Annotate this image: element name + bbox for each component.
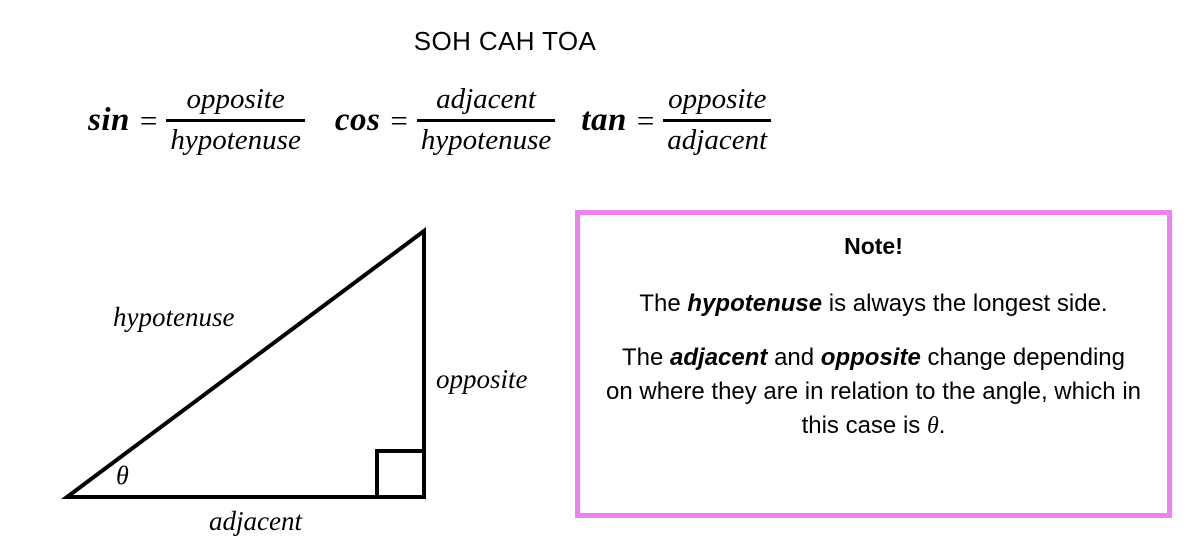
- formula-tan: tan = opposite adjacent: [581, 83, 772, 157]
- formula-sin-numerator: opposite: [186, 83, 285, 116]
- note-p2-text-2: and: [767, 343, 821, 371]
- formula-sin-fraction: opposite hypotenuse: [166, 83, 305, 157]
- note-paragraph-2: The adjacent and opposite change dependi…: [606, 341, 1141, 443]
- formula-sin-equals: =: [139, 102, 158, 138]
- triangle-label-opposite: opposite: [436, 364, 528, 394]
- note-p1-text-2: is always the longest side.: [822, 289, 1108, 317]
- note-p2-text-4: .: [938, 411, 946, 439]
- note-paragraph-1: The hypotenuse is always the longest sid…: [606, 287, 1141, 321]
- triangle-label-adjacent: adjacent: [209, 506, 302, 536]
- formula-tan-denominator: adjacent: [667, 124, 768, 156]
- triangle-label-hypotenuse: hypotenuse: [113, 302, 235, 332]
- note-p1-emphasis-hypotenuse: hypotenuse: [687, 289, 823, 317]
- formula-tan-fraction: opposite adjacent: [663, 83, 772, 157]
- formula-cos-fraction: adjacent hypotenuse: [416, 83, 556, 157]
- note-p2-theta-symbol: θ: [926, 412, 939, 439]
- page-title: SOH CAH TOA: [413, 26, 597, 56]
- triangle-label-theta: θ: [116, 461, 129, 490]
- note-p2-text-1: The: [622, 343, 671, 371]
- note-p2-text-3: change depending on where they are in re…: [606, 343, 1141, 439]
- formula-cos: cos = adjacent hypotenuse: [334, 83, 556, 157]
- trig-formula-row: sin = opposite hypotenuse cos = adjacent…: [88, 74, 878, 166]
- formula-cos-numerator: adjacent: [436, 83, 536, 116]
- fraction-bar: [663, 119, 772, 122]
- note-p2-emphasis-opposite: opposite: [820, 343, 921, 371]
- triangle-outline: [60, 227, 426, 499]
- note-p1-text-1: The: [639, 289, 688, 317]
- formula-sin-denominator: hypotenuse: [170, 124, 301, 156]
- formula-cos-equals: =: [390, 102, 408, 138]
- note-heading: Note!: [844, 233, 903, 259]
- fraction-bar: [416, 119, 556, 122]
- formula-sin: sin = opposite hypotenuse: [88, 83, 305, 157]
- right-angle-marker-icon: [375, 449, 426, 499]
- fraction-bar: [166, 119, 305, 122]
- formula-cos-name: cos: [334, 101, 381, 138]
- triangle-drawing: [60, 227, 426, 499]
- formula-tan-name: tan: [581, 101, 627, 138]
- formula-tan-numerator: opposite: [668, 83, 767, 116]
- note-callout-box: Note! The hypotenuse is always the longe…: [575, 210, 1172, 518]
- formula-sin-name: sin: [88, 101, 130, 138]
- formula-tan-equals: =: [636, 102, 655, 138]
- right-triangle-figure: hypotenuse opposite adjacent θ: [0, 0, 600, 556]
- note-p2-emphasis-adjacent: adjacent: [670, 343, 768, 371]
- formula-cos-denominator: hypotenuse: [420, 124, 552, 156]
